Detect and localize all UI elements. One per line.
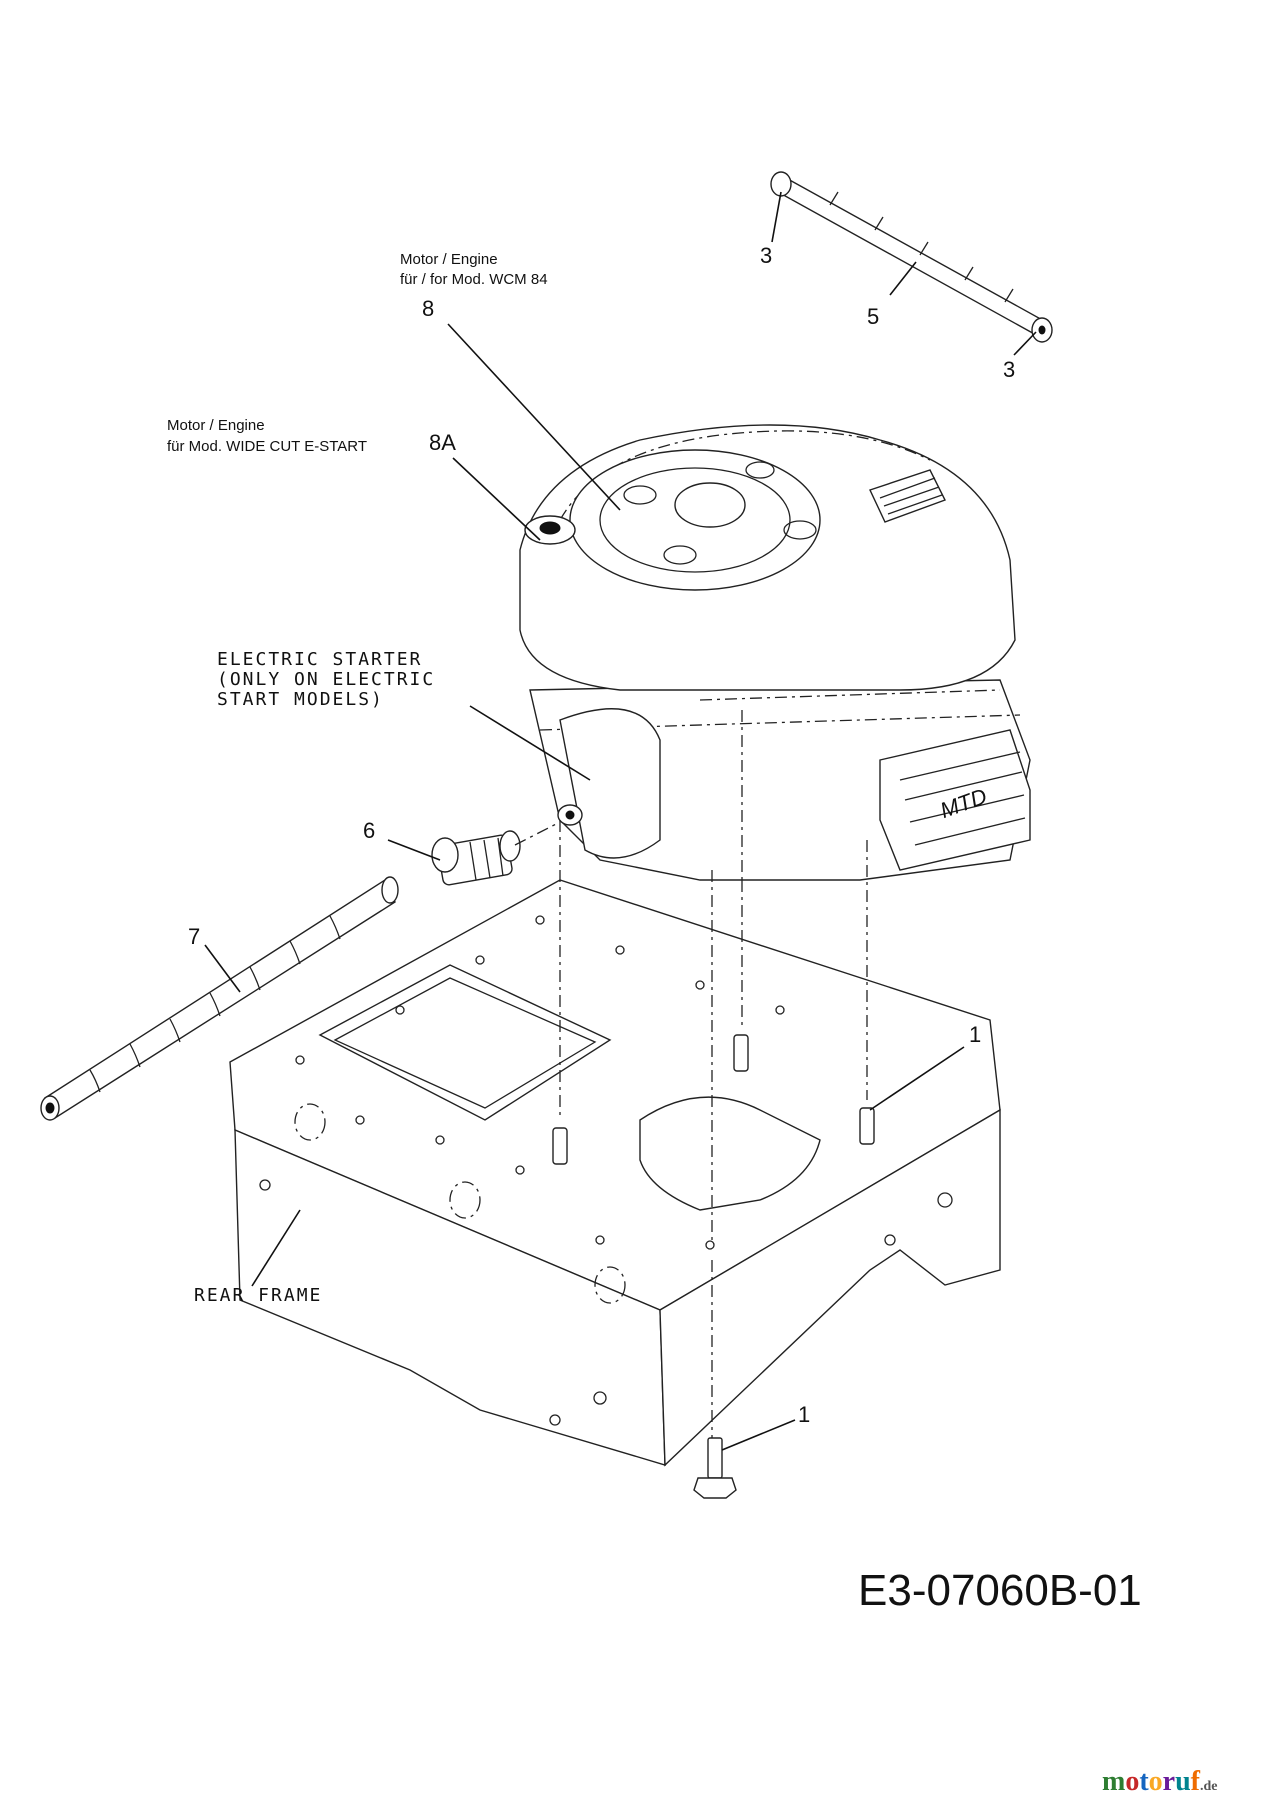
logo-letter: o — [1125, 1766, 1139, 1797]
rod-part — [770, 171, 1053, 343]
logo-letter: t — [1139, 1766, 1149, 1797]
starter-note-line1: ELECTRIC STARTER — [217, 649, 422, 670]
callout-engine: 8 — [422, 296, 434, 321]
callout-pin: 1 — [969, 1022, 981, 1047]
tube-part — [40, 876, 399, 1121]
logo-letter: m — [1102, 1766, 1125, 1797]
fitting-part — [431, 821, 561, 886]
logo-letter: f — [1191, 1766, 1201, 1797]
callout-rod: 5 — [867, 304, 879, 329]
logo-letter: o — [1149, 1766, 1163, 1797]
starter-note-line2: (ONLY ON ELECTRIC — [217, 669, 435, 690]
engine-part: MTD — [519, 424, 1031, 881]
rear-frame-label: REAR FRAME — [194, 1285, 322, 1306]
callout-tube: 7 — [188, 924, 200, 949]
starter-note-line3: START MODELS) — [217, 689, 384, 710]
text-labels: Motor / Engine für / for Mod. WCM 84 Mot… — [167, 243, 1142, 1615]
rear-frame-part — [229, 820, 1001, 1467]
pin-part — [552, 1034, 875, 1165]
engine-widecut-note-line2: für Mod. WIDE CUT E-START — [167, 438, 367, 455]
engine-widecut-note-line1: Motor / Engine — [167, 417, 265, 434]
callout-screw: 1 — [798, 1402, 810, 1427]
callout-bolt-bottom: 3 — [1003, 357, 1015, 382]
logo-letter: u — [1175, 1766, 1191, 1797]
svg-text:motoruf.de: motoruf.de — [1102, 1766, 1218, 1797]
callout-bolt-top: 3 — [760, 243, 772, 268]
logo-suffix: .de — [1200, 1779, 1218, 1794]
callout-fitting: 6 — [363, 818, 375, 843]
leader-lines — [204, 191, 1037, 1451]
callout-engine-alt: 8A — [429, 430, 456, 455]
logo-letter: r — [1163, 1766, 1175, 1797]
motoruf-logo: motoruf.de — [1102, 1766, 1218, 1797]
engine-wcm84-note-line1: Motor / Engine — [400, 251, 498, 268]
engine-wcm84-note-line2: für / for Mod. WCM 84 — [400, 271, 548, 288]
diagram-code: E3-07060B-01 — [858, 1566, 1142, 1615]
screw-part — [693, 1437, 737, 1499]
